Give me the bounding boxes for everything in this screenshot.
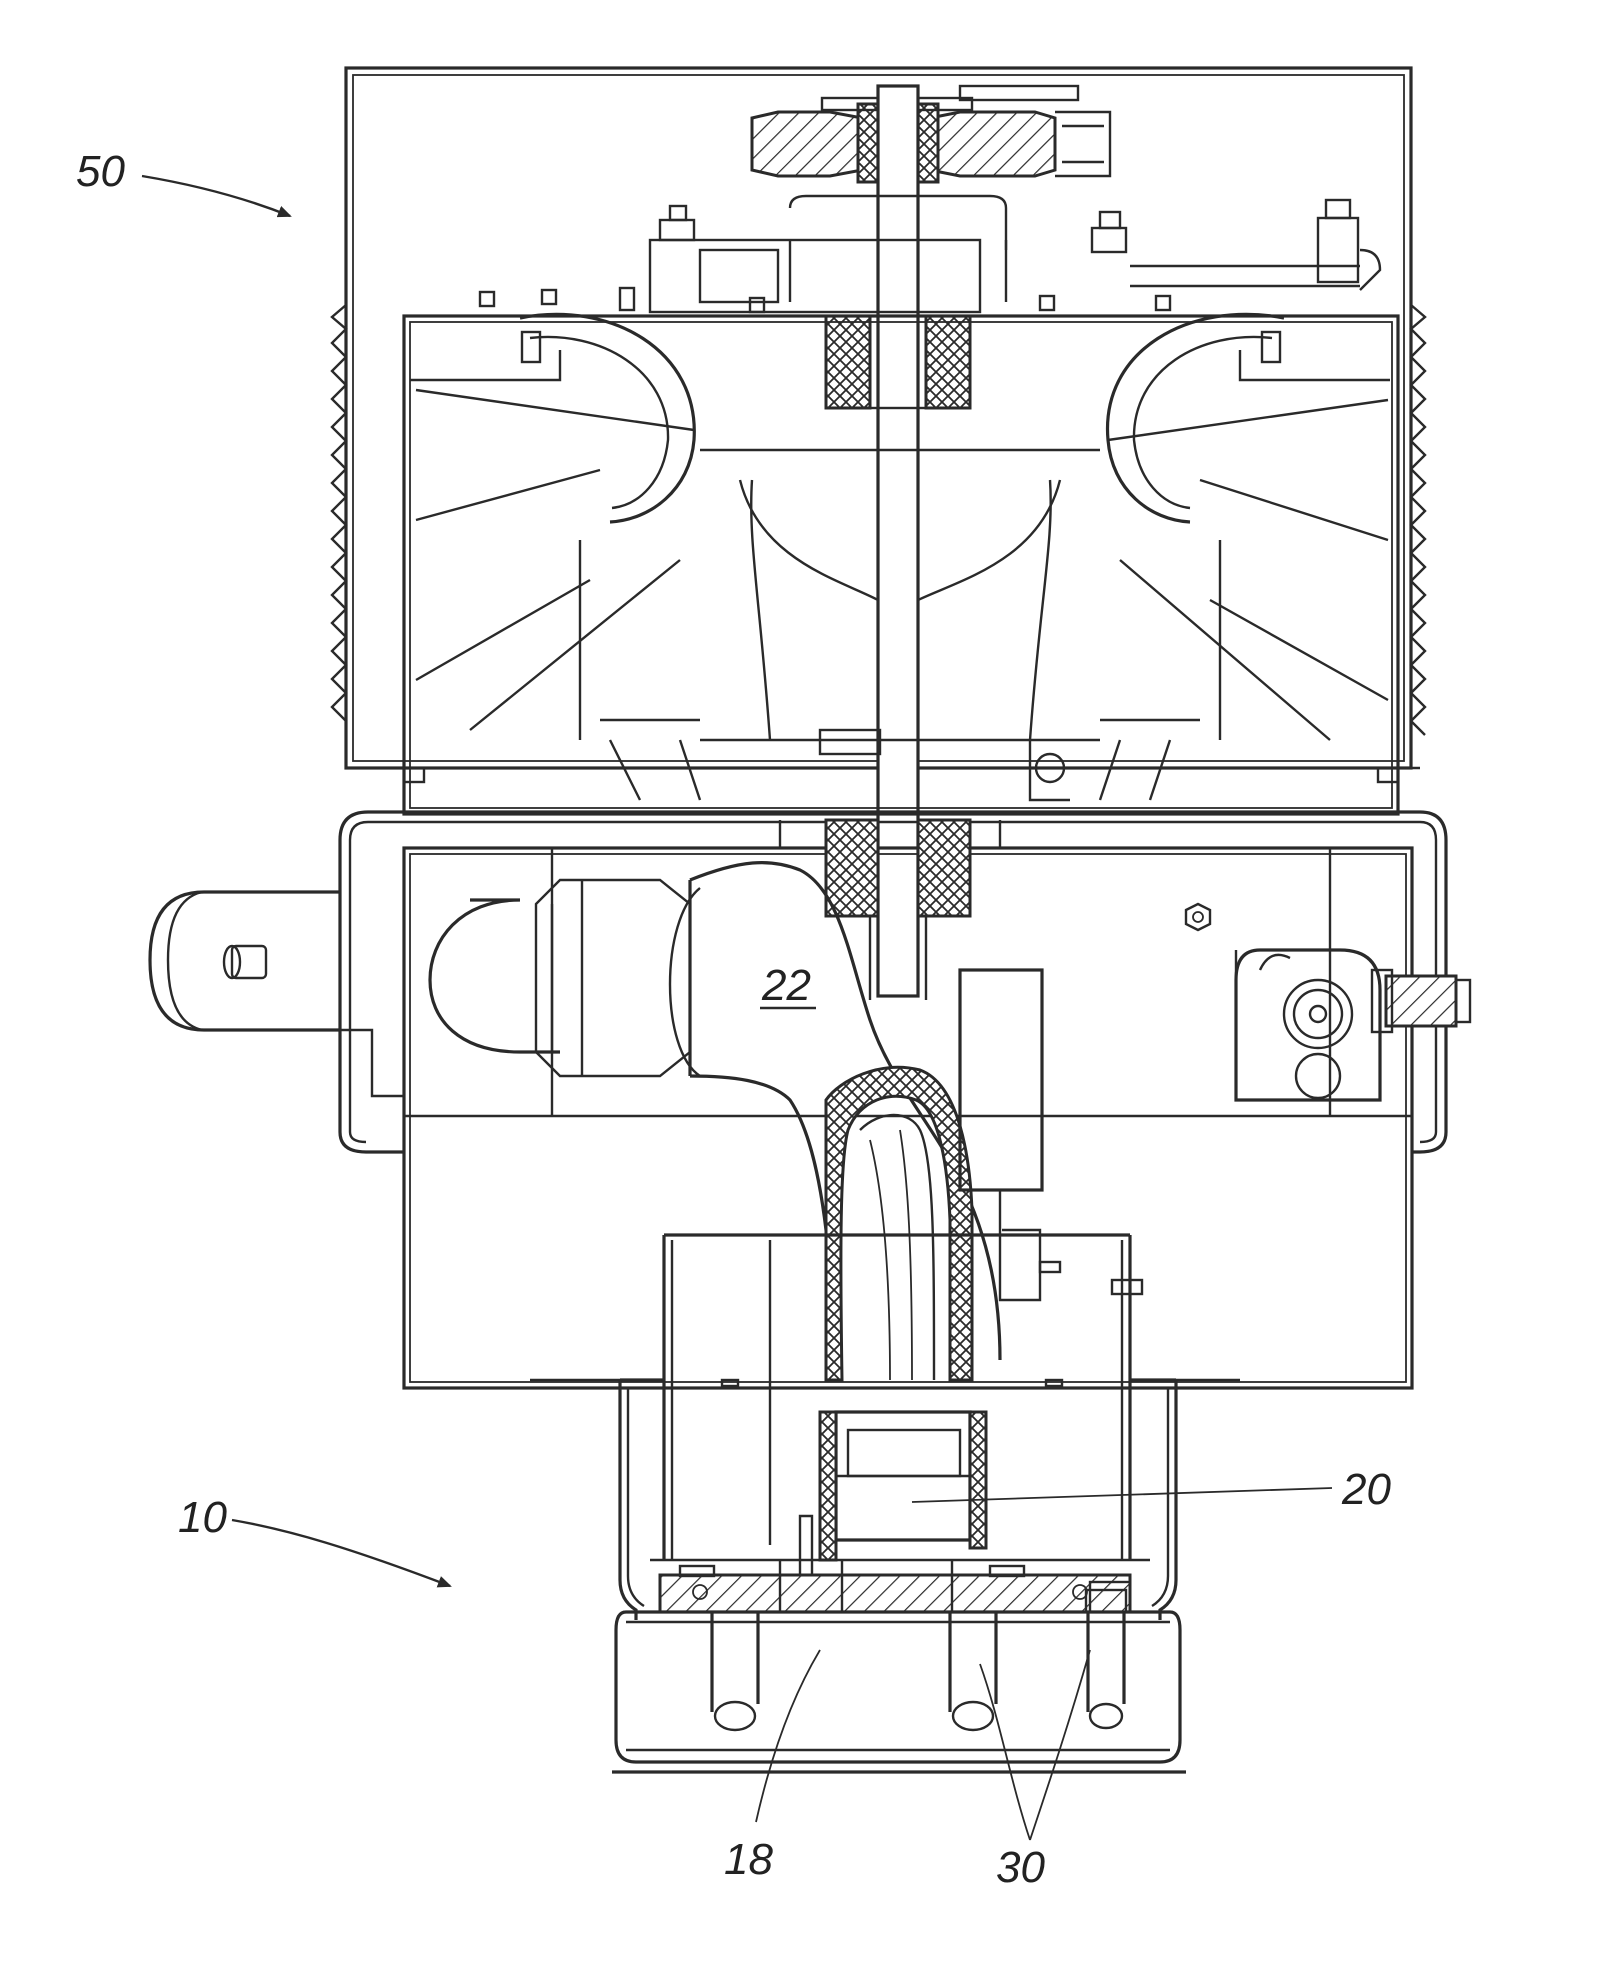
drive-pulley	[752, 86, 1110, 182]
label-18: 18	[724, 1835, 773, 1884]
left-cooling-fins	[332, 305, 346, 721]
label-50: 50	[76, 147, 125, 196]
label-30: 30	[996, 1843, 1045, 1892]
side-shaft	[150, 892, 404, 1096]
label-10: 10	[178, 1493, 227, 1542]
right-bracket	[1186, 904, 1470, 1100]
lower-assembly	[530, 1235, 1240, 1772]
label-20: 20	[1341, 1465, 1391, 1514]
drive-shaft	[878, 86, 918, 996]
motor-bracket	[480, 196, 1380, 408]
right-cooling-fins	[1411, 305, 1425, 735]
label-22: 22	[761, 961, 811, 1010]
